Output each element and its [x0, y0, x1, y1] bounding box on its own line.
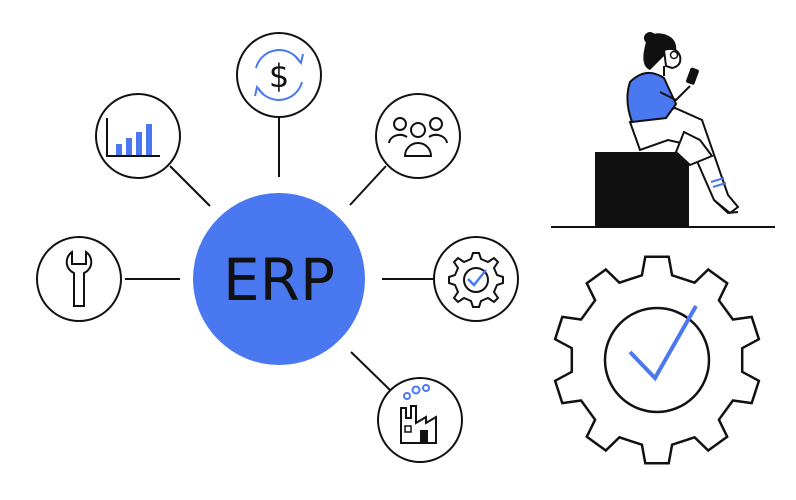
dollar-cycle-icon: $	[254, 49, 304, 101]
node-analytics	[95, 93, 181, 179]
check-mark-icon	[628, 305, 698, 382]
connector-manufacturing	[350, 351, 391, 391]
gear-check-icon	[553, 255, 761, 465]
node-operations	[433, 236, 519, 322]
svg-text:$: $	[269, 57, 289, 95]
gear-check-icon	[448, 252, 504, 308]
erp-hub-circle	[193, 193, 365, 365]
erp-hub: ERP	[193, 193, 365, 365]
team-icon	[388, 117, 448, 157]
factory-icon	[400, 384, 437, 444]
wrench-icon	[65, 250, 93, 307]
node-finance: $	[236, 32, 322, 118]
node-maintenance	[36, 236, 122, 322]
connector-people	[349, 165, 387, 206]
bar-chart-icon	[106, 118, 160, 157]
connectors	[125, 117, 434, 391]
connector-analytics	[169, 165, 211, 207]
person-illustration	[551, 32, 775, 228]
node-people	[375, 93, 461, 179]
node-manufacturing	[377, 377, 463, 463]
big-gear-illustration	[553, 255, 761, 465]
gear-inner-ring	[603, 306, 711, 414]
person-with-phone-icon	[626, 32, 740, 215]
erp-hub-label: ERP	[223, 246, 335, 314]
block-seat	[595, 152, 689, 226]
